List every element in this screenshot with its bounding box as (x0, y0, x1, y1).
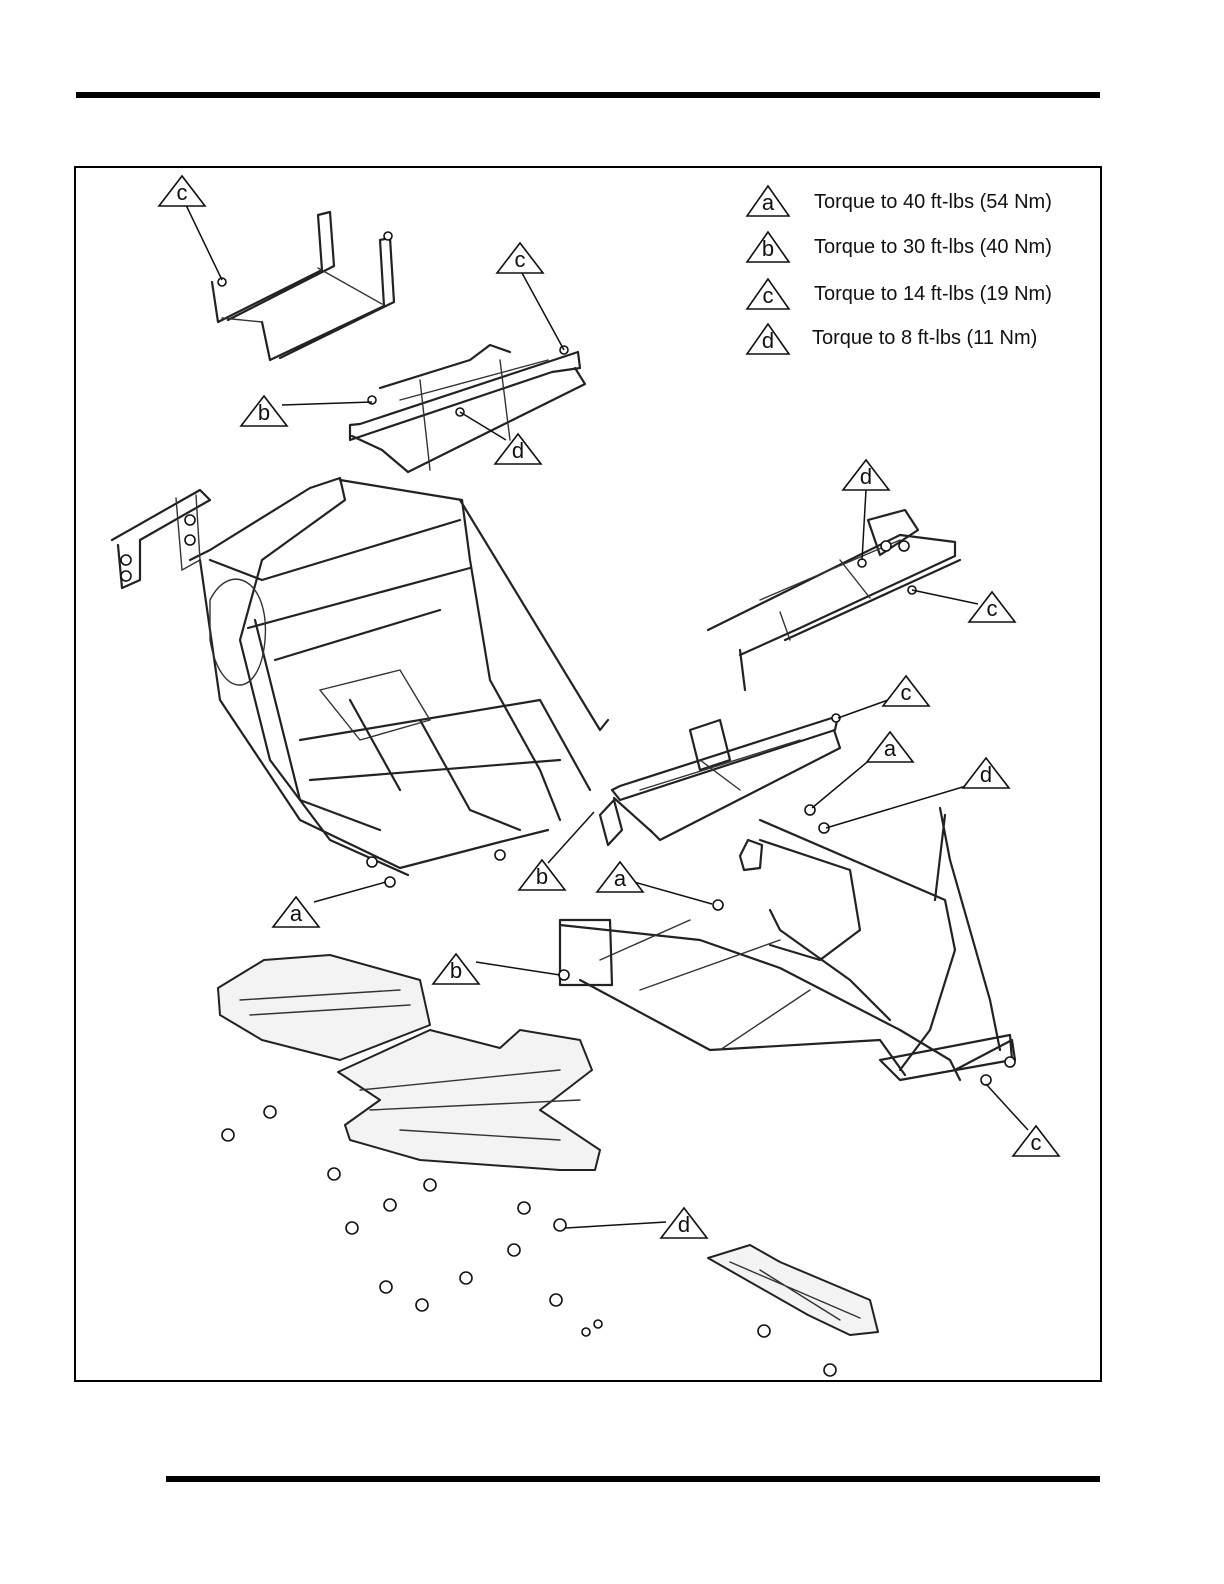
callout-a-middle-rail: a (812, 732, 913, 808)
legend-item-a: a Torque to 40 ft-lbs (54 Nm) (747, 186, 1052, 216)
callout-d-rear-frame: d (826, 758, 1009, 828)
callout-a-rear-frame: a (597, 862, 712, 904)
callout-a-cab-frame: a (273, 882, 386, 927)
bracket-part (740, 840, 762, 870)
svg-text:c: c (177, 180, 188, 205)
middle-rail-assembly (600, 716, 840, 845)
rear-skid-plate (708, 1245, 878, 1335)
svg-text:d: d (678, 1212, 690, 1237)
front-bracket (112, 490, 210, 588)
svg-text:b: b (258, 400, 270, 425)
svg-text:c: c (987, 596, 998, 621)
svg-text:a: a (884, 736, 897, 761)
callout-c-rear-cross: c (912, 590, 1015, 622)
callout-b-seat-rail: b (241, 396, 372, 426)
svg-text:d: d (860, 464, 872, 489)
svg-text:c: c (901, 680, 912, 705)
svg-text:c: c (515, 247, 526, 272)
legend-letter-b: b (762, 236, 774, 261)
callout-d-skid-plate: d (566, 1208, 707, 1238)
svg-text:a: a (614, 866, 627, 891)
legend-letter-a: a (762, 190, 775, 215)
rear-frame (560, 808, 1015, 1080)
rear-cross-member (708, 510, 960, 690)
svg-text:b: b (450, 958, 462, 983)
legend-text-c: Torque to 14 ft-lbs (19 Nm) (814, 283, 1052, 305)
svg-text:b: b (536, 864, 548, 889)
callout-c-middle-rail: c (838, 676, 929, 718)
seat-base-rail (350, 345, 585, 472)
callout-d-seat-rail: d (460, 412, 541, 464)
callout-c-rear-bracket: c (986, 1084, 1059, 1156)
callout-c-seat-rail: c (497, 243, 564, 350)
legend-text-d: Torque to 8 ft-lbs (11 Nm) (812, 327, 1037, 349)
legend-text-b: Torque to 30 ft-lbs (40 Nm) (814, 236, 1052, 258)
legend-letter-d: d (762, 328, 774, 353)
legend-item-d: d Torque to 8 ft-lbs (11 Nm) (747, 324, 1037, 354)
callout-c-seat-bracket: c (159, 176, 222, 280)
cab-frame (190, 478, 608, 875)
legend-item-c: c Torque to 14 ft-lbs (19 Nm) (747, 279, 1052, 309)
svg-text:d: d (512, 438, 524, 463)
legend-text-a: Torque to 40 ft-lbs (54 Nm) (814, 191, 1052, 213)
legend-item-b: b Torque to 30 ft-lbs (40 Nm) (747, 232, 1052, 262)
callout-b-cab-frame: b (519, 812, 594, 890)
svg-text:c: c (1031, 1130, 1042, 1155)
svg-text:d: d (980, 762, 992, 787)
callout-b-rear-frame: b (433, 954, 560, 984)
seat-support-brackets (212, 212, 394, 360)
legend-letter-c: c (763, 283, 774, 308)
front-skid-plate (218, 955, 600, 1170)
legend: a Torque to 40 ft-lbs (54 Nm) b Torque t… (747, 186, 1052, 354)
svg-text:a: a (290, 901, 303, 926)
